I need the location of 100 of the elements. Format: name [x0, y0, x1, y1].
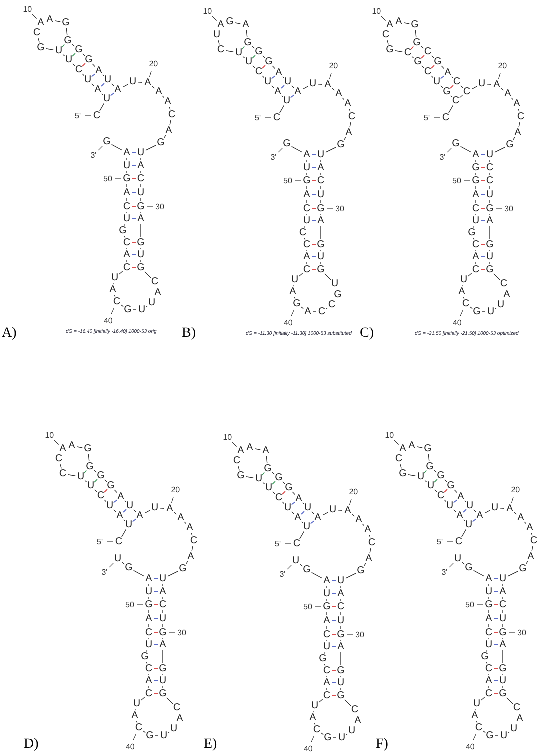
nucleotide-letter: G — [465, 562, 473, 574]
nucleotide-letter: C — [499, 600, 507, 610]
nucleotide-letter: G — [399, 468, 407, 480]
nucleotide-letter: A — [246, 442, 254, 454]
nucleotide-letter: U — [499, 676, 507, 686]
nucleotide-letter: G — [323, 602, 331, 612]
nucleotide-letter: A — [472, 150, 480, 160]
nucleotide-letter: C — [135, 722, 143, 734]
nucleotide-letter: U — [255, 474, 263, 484]
nucleotide-letter: A — [94, 84, 102, 96]
position-number: 10 — [372, 7, 382, 16]
nucleotide-letter: C — [328, 300, 336, 310]
nucleotide-letter: U — [303, 162, 311, 174]
nucleotide-letter: G — [141, 652, 149, 662]
nucleotide-letter: C — [472, 264, 480, 276]
nucleotide-letter: C — [485, 628, 493, 638]
nucleotide-letter: A — [514, 128, 522, 138]
nucleotide-letter: U — [87, 480, 95, 492]
nucleotide-letter: G — [499, 664, 507, 674]
nucleotide-letter: G — [159, 664, 167, 674]
nucleotide-letter: U — [466, 500, 474, 512]
nucleotide-letter: U — [485, 586, 493, 598]
nucleotide-letter: A — [186, 522, 194, 534]
position-number: 40 — [126, 742, 135, 752]
nucleotide-letter: U — [417, 472, 425, 482]
nucleotide-letter: U — [114, 554, 122, 564]
nucleotide-letter: C — [255, 66, 263, 78]
nucleotide-letter: U — [160, 730, 168, 742]
nucleotide-letter: U — [159, 614, 167, 624]
nucleotide-letter: C — [275, 492, 283, 504]
nucleotide-letter: A — [386, 20, 394, 30]
nucleotide-letter: C — [486, 162, 494, 174]
nucleotide-letter: G — [264, 464, 272, 474]
nucleotide-letter: U — [499, 614, 507, 624]
nucleotide-letter: C — [217, 44, 225, 56]
nucleotide-letter: C — [190, 536, 198, 546]
nucleotide-letter: A — [46, 14, 54, 26]
nucleotide-letter: A — [166, 126, 172, 136]
nucleotide-letter: G — [357, 566, 365, 576]
nucleotide-letter: U — [433, 76, 441, 88]
nucleotide-letter: G — [486, 240, 494, 250]
nucleotide-letter: U — [500, 730, 508, 742]
nucleotide-letter: G — [293, 298, 301, 310]
nucleotide-letter: C — [303, 264, 311, 276]
nucleotide-letter: G — [159, 688, 167, 700]
nucleotide-letter: G — [473, 306, 481, 318]
panel-label: F) — [376, 737, 388, 752]
nucleotide-letter: A — [146, 676, 152, 686]
nucleotide-letter: A — [176, 714, 184, 724]
nucleotide-letter: A — [274, 86, 282, 98]
nucleotide-letter: C — [273, 112, 281, 124]
position-number: 5' — [437, 538, 443, 546]
nucleotide-letter: G — [506, 140, 514, 150]
nucleotide-letter: A — [324, 616, 330, 626]
nucleotide-letter: A — [60, 444, 66, 454]
nucleotide-letter: C — [93, 110, 101, 122]
nucleotide-letter: A — [146, 614, 152, 624]
nucleotide-letter: C — [159, 600, 167, 610]
nucleotide-letter: U — [283, 96, 291, 106]
nucleotide-letter: G — [334, 290, 342, 300]
nucleotide-letter: A — [366, 554, 372, 564]
nucleotide-letter: A — [504, 290, 510, 300]
nucleotide-letter: G — [103, 136, 111, 148]
nucleotide-letter: A — [444, 68, 452, 78]
position-number: 3' — [442, 568, 448, 577]
nucleotide-letter: G — [414, 56, 422, 68]
position-number: 30 — [336, 204, 344, 214]
nucleotide-letter: U — [77, 472, 85, 482]
nucleotide-letter: U — [284, 76, 292, 88]
nucleotide-letter: G — [481, 652, 489, 662]
position-number: 3' — [280, 570, 286, 579]
nucleotide-letter: C — [500, 278, 508, 290]
nucleotide-letter: U — [151, 502, 159, 514]
nucleotide-letter: G — [159, 628, 167, 638]
nucleotide-letter: C — [323, 666, 331, 676]
position-number: 5' — [255, 114, 261, 122]
nucleotide-letter: U — [111, 272, 119, 284]
position-number: 3' — [90, 150, 97, 160]
nucleotide-letter: C — [517, 112, 525, 122]
nucleotide-letter: U — [129, 76, 137, 88]
nucleotide-letter: C — [145, 688, 153, 700]
nucleotide-letter: G — [485, 600, 493, 610]
nucleotide-letter: A — [304, 252, 310, 262]
nucleotide-letter: A — [408, 440, 416, 452]
position-number: 20 — [498, 62, 508, 70]
nucleotide-letter: G — [179, 564, 187, 574]
nucleotide-letter: G — [226, 16, 234, 28]
position-number: 20 — [329, 62, 338, 70]
nucleotide-letter: C — [323, 690, 331, 702]
nucleotide-letter: U — [303, 216, 311, 226]
nucleotide-letter: U — [486, 150, 494, 160]
nucleotide-letter: G — [64, 36, 72, 46]
nucleotide-letter: U — [454, 554, 462, 564]
nucleotide-letter: A — [472, 190, 480, 200]
nucleotide-letter: A — [486, 676, 492, 686]
nucleotide-letter: U — [148, 298, 156, 308]
nucleotide-letter: C — [395, 454, 403, 464]
nucleotide-letter: G — [486, 730, 494, 742]
nucleotide-letter: A — [178, 512, 184, 524]
position-number: 20 — [171, 486, 180, 494]
